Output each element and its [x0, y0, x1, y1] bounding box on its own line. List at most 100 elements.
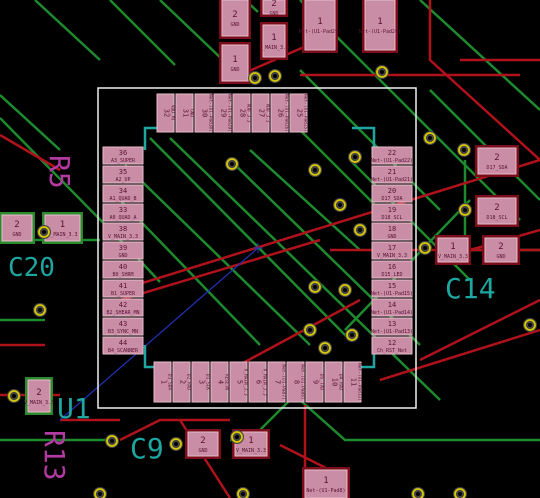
pin-number: 35 [119, 168, 127, 176]
pad-net-label: V_MAIN_3.3 [24, 400, 54, 406]
pad-number: 2 [494, 153, 499, 163]
pad-net-label: D18_SCL [486, 215, 507, 221]
pin-number: 13 [388, 320, 396, 328]
pin-number: 36 [119, 149, 127, 157]
via [418, 241, 432, 255]
via [308, 280, 322, 294]
pin-net-label: A1_QUAD_B [109, 196, 136, 202]
pin-net-label: A3_SUPER [111, 158, 136, 164]
pad-net-label: D17_SDA [486, 165, 507, 171]
pin-net-label: D5_TXD [319, 374, 325, 391]
pin-net-label: GND [189, 109, 195, 117]
via [333, 198, 347, 212]
pin-number: 9 [312, 380, 320, 384]
pin-number: 11 [350, 378, 358, 386]
c14-pad1[interactable]: 1V_MAIN_3.3 [435, 235, 471, 265]
pin-number: 7 [274, 380, 282, 384]
pin-number: 25 [296, 109, 304, 117]
left-pad-u1-2[interactable]: 2V_MAIN_3.3 [24, 377, 54, 415]
pin-number: 19 [388, 206, 396, 214]
pad-net-label: GND [12, 232, 21, 238]
pin-net-label: D2_RXD [186, 374, 192, 391]
pin-net-label: D3_SDA [167, 374, 173, 391]
pin-net-label: VDD_MT [170, 105, 176, 122]
pin-net-label: RESETN [224, 374, 230, 391]
pin-net-label: V_MAIN_3.3 [108, 234, 138, 240]
pad-net-label: GND [230, 67, 239, 73]
pin-net-label: D17_SDA [381, 196, 402, 202]
via [105, 434, 119, 448]
via [458, 203, 472, 217]
pad-number: 2 [494, 203, 499, 213]
pin-net-label: A0_QUAD_A [109, 215, 136, 221]
pad-number: 2 [14, 220, 19, 230]
pin-number: 16 [388, 263, 396, 271]
via [523, 318, 537, 332]
left-pin-pad[interactable]: 38V_MAIN_3.3 [102, 222, 144, 241]
pin-number: 6 [255, 380, 263, 384]
via [345, 328, 359, 342]
pin-number: 32 [163, 109, 171, 117]
right-pin-pad[interactable]: 17V_MAIN_3.3 [371, 241, 413, 260]
smd-components: 2GND1V_MAIN_3.31V_MAIN_3.32GND2GND1V_MAI… [0, 0, 520, 498]
pin-number: 26 [277, 109, 285, 117]
top-pad-b1[interactable]: 1V_MAIN_3.3 [259, 22, 289, 60]
pin-net-label: Net-(U1-Pad29) [227, 94, 233, 132]
pin-number: 43 [119, 320, 127, 328]
pin-number: 28 [239, 109, 247, 117]
via [230, 430, 244, 444]
u1-courtyard [97, 87, 417, 409]
